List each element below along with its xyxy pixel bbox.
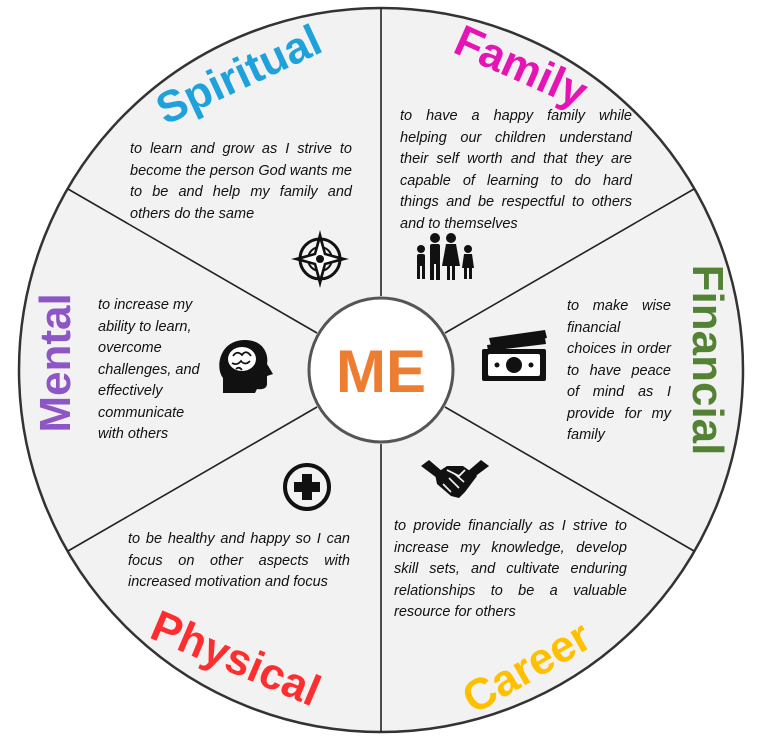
financial-description: to make wise financial choices in order … <box>567 298 671 443</box>
money-icon <box>482 330 547 381</box>
handshake-icon <box>421 460 489 498</box>
compass-icon <box>291 230 349 288</box>
health-cross-icon <box>283 463 331 511</box>
spiritual-description: to learn and grow as I strive to become … <box>130 141 352 222</box>
physical-description: to be healthy and happy so I can focus o… <box>128 531 350 590</box>
mental-description: to increase my ability to learn, overcom… <box>98 297 200 442</box>
divider-upper-left <box>67 188 318 334</box>
family-icon <box>417 233 474 280</box>
divider-lower-right <box>444 406 695 552</box>
divider-lower-left <box>67 406 318 552</box>
segment-dividers <box>67 8 695 732</box>
brain-head-icon <box>219 340 273 393</box>
center-label: ME <box>336 338 426 405</box>
divider-upper-right <box>444 188 695 334</box>
center-circle <box>307 296 455 444</box>
financial-title: Financial <box>683 265 732 456</box>
mental-title: Mental <box>31 293 80 432</box>
family-description: to have a happy family while helping our… <box>400 108 632 232</box>
career-description: to provide financially as I strive to in… <box>394 518 627 620</box>
